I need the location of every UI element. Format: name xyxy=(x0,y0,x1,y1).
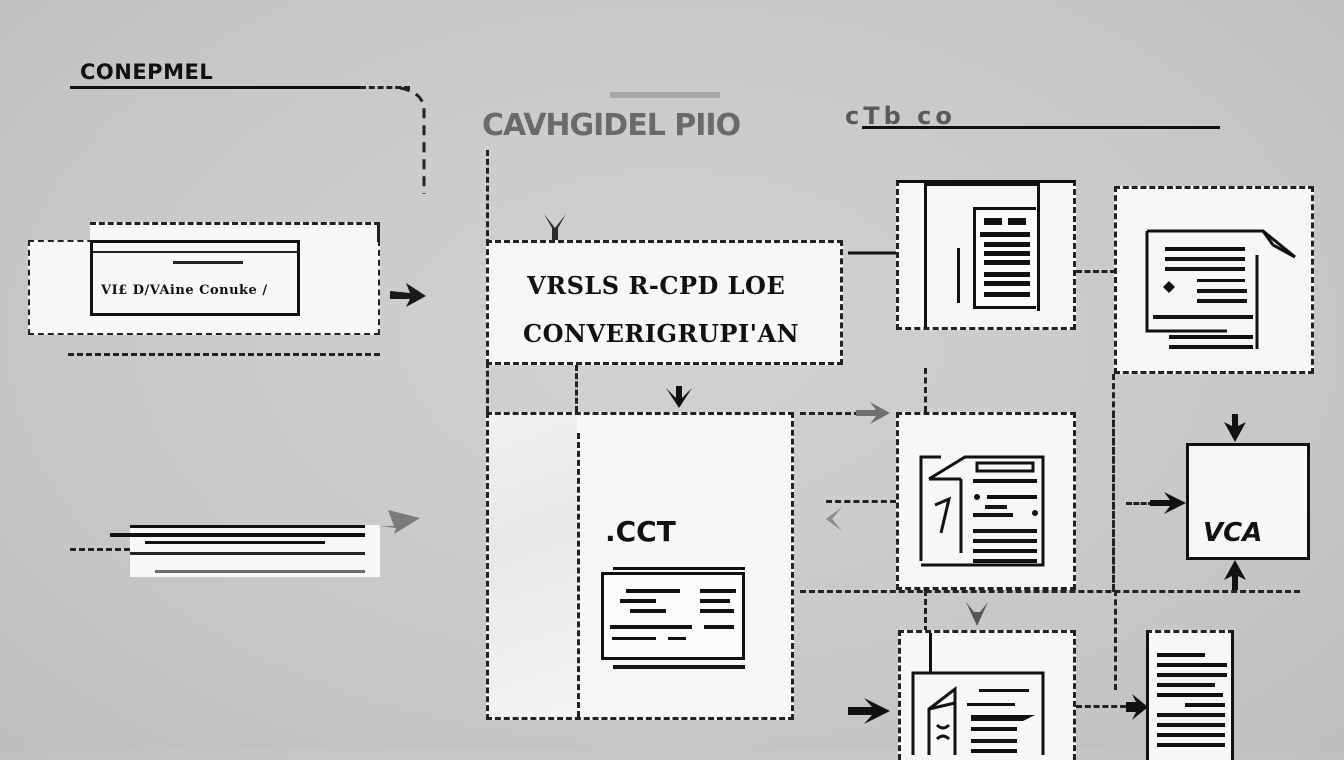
form-card-icon xyxy=(601,572,745,660)
input-box[interactable]: VI£ D/VAine Conuke / xyxy=(90,240,300,316)
connector-line xyxy=(826,500,896,503)
folded-document-icon xyxy=(919,455,1045,567)
sketch-area xyxy=(489,415,577,717)
spreadsheet-margin xyxy=(957,228,960,328)
spreadsheet-right-edge xyxy=(1037,183,1040,311)
input-box-back xyxy=(90,222,380,242)
connector-line xyxy=(1114,590,1117,690)
spreadsheet-divider xyxy=(924,183,927,328)
folded-document-node[interactable] xyxy=(896,412,1076,590)
panel-divider xyxy=(577,433,580,717)
edited-document-icon xyxy=(1145,229,1296,349)
connector-line xyxy=(1076,270,1116,273)
text-bar-node[interactable] xyxy=(110,525,380,577)
form-card-top xyxy=(613,567,745,570)
top-heading-suffix: cTb co xyxy=(845,102,956,130)
converter-box[interactable]: VRSLS R-CPD LOE CONVERIGRUPI'AN xyxy=(486,240,843,365)
connector-line xyxy=(575,365,578,412)
connector-line xyxy=(1112,412,1115,592)
edited-document-node[interactable] xyxy=(1114,186,1314,374)
output-box-label: VCA xyxy=(1203,518,1263,548)
input-box-underline xyxy=(68,353,380,356)
converter-label-line2: CONVERIGRUPI'AN xyxy=(523,319,800,348)
arrow-right-icon xyxy=(856,402,890,424)
open-book-document-icon xyxy=(911,671,1045,755)
heading-overline xyxy=(610,92,720,98)
arrow-right-icon xyxy=(390,283,426,307)
form-card-shadow xyxy=(613,665,745,669)
input-box-label: VI£ D/VAine Conuke / xyxy=(101,283,268,298)
connector-line xyxy=(1076,705,1126,708)
connector-bus xyxy=(800,590,1300,593)
arrow-down-icon xyxy=(544,214,566,242)
arrow-down-icon xyxy=(1224,414,1246,442)
arrow-up-icon xyxy=(1224,560,1246,590)
arrow-left-icon xyxy=(826,507,842,531)
arrow-right-icon xyxy=(1150,492,1186,514)
input-box-line xyxy=(173,261,243,264)
open-book-document-node[interactable] xyxy=(898,630,1076,760)
spreadsheet-node[interactable] xyxy=(896,180,1076,330)
arrow-right-icon xyxy=(380,510,420,534)
spreadsheet-top-edge xyxy=(924,183,1040,186)
output-box[interactable]: VCA xyxy=(1186,443,1310,560)
connector-line xyxy=(800,412,860,415)
converter-label-line1: VRSLS R-CPD LOE xyxy=(527,271,786,300)
input-box-line xyxy=(93,251,299,253)
arrow-down-icon xyxy=(966,602,988,626)
connector-line xyxy=(70,548,130,551)
text-page-node[interactable] xyxy=(1146,630,1234,760)
top-heading: CAVHGIDEL PIIO xyxy=(482,108,741,143)
connector-line xyxy=(1126,502,1154,505)
heading-underline xyxy=(70,86,360,89)
top-left-heading: CONEPMEL xyxy=(80,60,214,84)
arrow-right-icon xyxy=(848,698,890,724)
arrow-right-icon xyxy=(1126,694,1148,720)
center-panel[interactable]: .CCT xyxy=(486,412,794,720)
center-panel-label: .CCT xyxy=(605,515,676,548)
connector-line xyxy=(924,368,927,412)
spreadsheet-document-icon xyxy=(973,207,1036,309)
arrow-down-icon xyxy=(666,386,692,408)
connector-curve xyxy=(400,86,426,194)
connector-line xyxy=(924,590,927,632)
connector-stub xyxy=(929,633,932,673)
left-spine-lower xyxy=(486,362,489,412)
left-spine xyxy=(486,150,489,245)
connector-line xyxy=(360,86,410,89)
top-heading-underline xyxy=(862,126,1220,129)
